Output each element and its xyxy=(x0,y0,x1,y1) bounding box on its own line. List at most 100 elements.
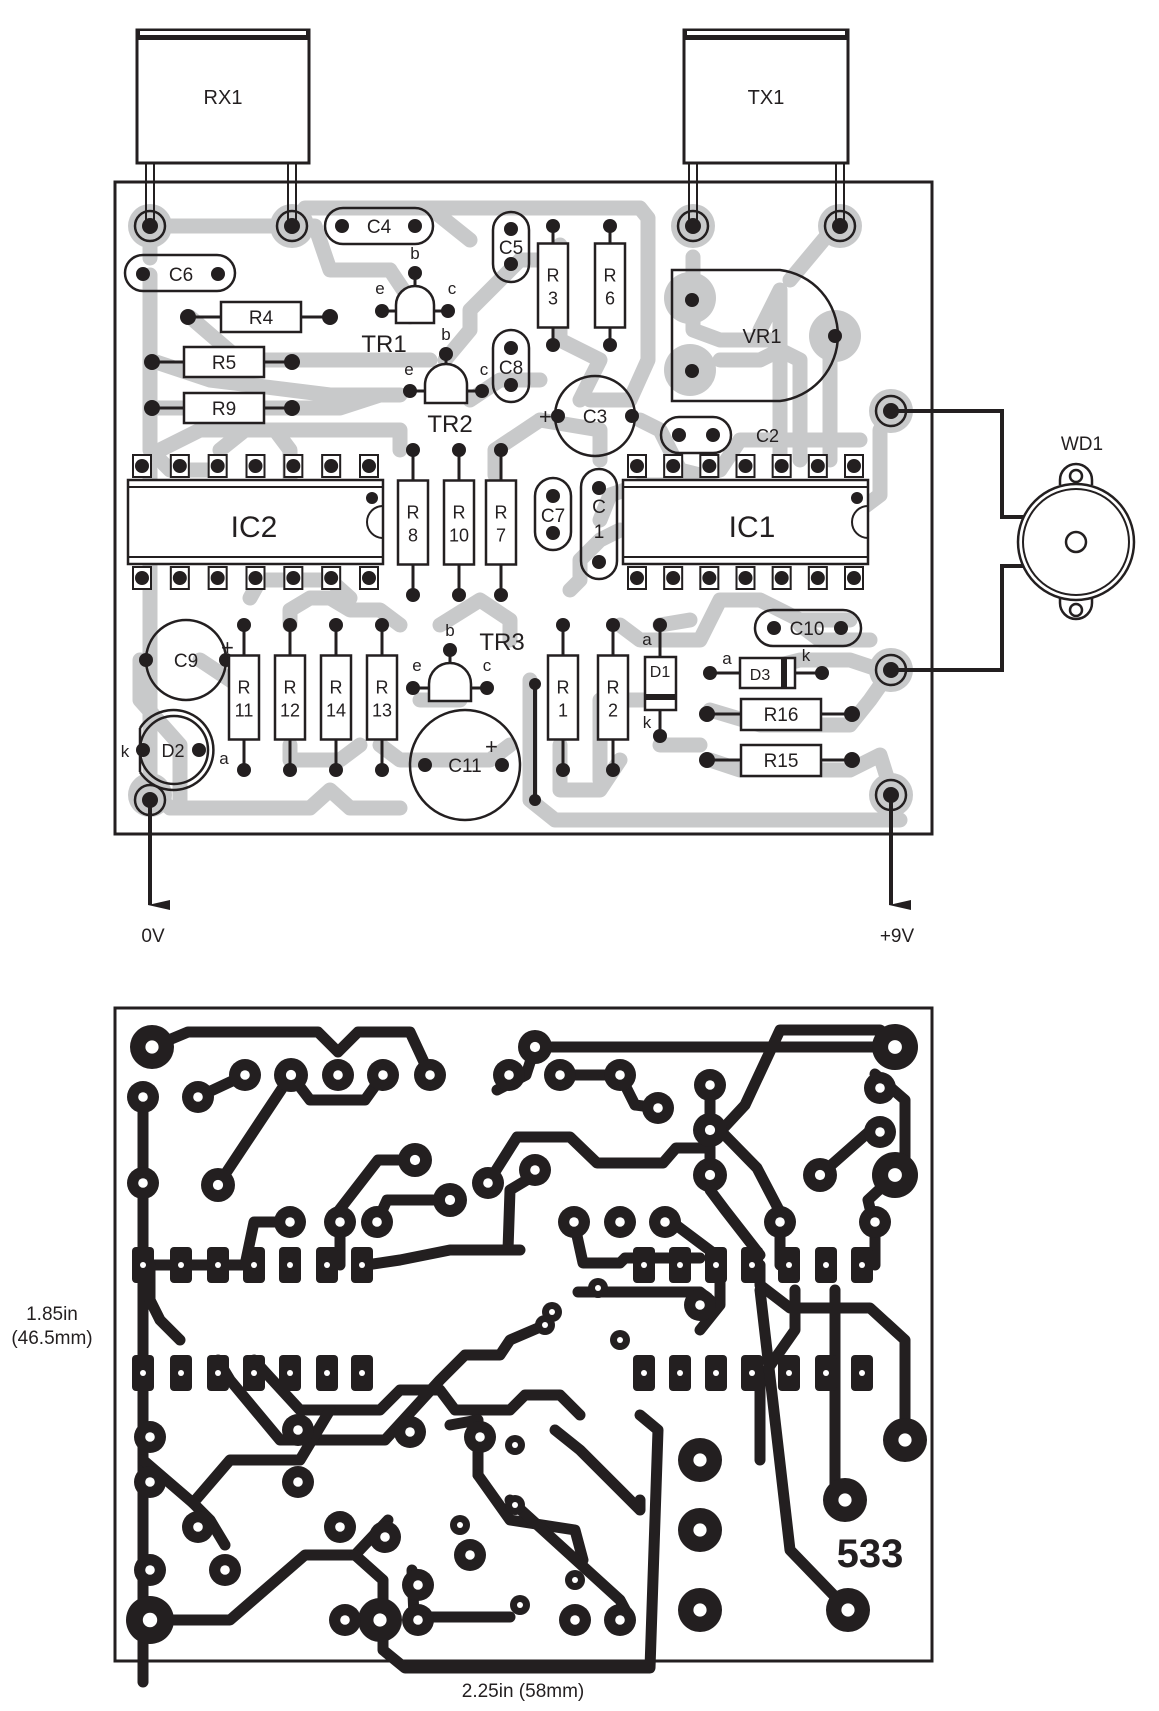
c3-label: C3 xyxy=(583,407,607,428)
wire-links xyxy=(529,678,541,806)
width-label: 2.25in (58mm) xyxy=(462,1681,585,1702)
resistor-label-prefix: R xyxy=(453,503,466,523)
resistor-vertical: R14 xyxy=(319,618,353,777)
r5-label: R5 xyxy=(212,353,236,374)
tr3-pin-b: b xyxy=(445,621,454,640)
resistor-label-prefix: R xyxy=(407,503,420,523)
resistor-label-number: 12 xyxy=(280,701,300,721)
c5-label: C5 xyxy=(499,238,523,259)
resistor-label-prefix: R xyxy=(607,678,620,698)
d1-diode: D1 a k xyxy=(642,618,678,743)
resistor-label-number: 3 xyxy=(548,289,558,309)
ics xyxy=(126,454,870,590)
resistor-label-prefix: R xyxy=(376,678,389,698)
resistor-label-number: 1 xyxy=(558,701,568,721)
resistor-vertical: R6 xyxy=(593,219,627,352)
r9-label: R9 xyxy=(212,399,236,420)
d2-label: D2 xyxy=(161,741,184,761)
d1-label: D1 xyxy=(650,664,671,681)
resistor-label-number: 8 xyxy=(408,526,418,546)
c11-label: C11 xyxy=(448,756,481,777)
resistor-label-number: 11 xyxy=(235,701,254,721)
component-layout: RX1 TX1 xyxy=(113,28,1136,947)
d1-anode-mark: a xyxy=(642,630,652,649)
transistors: b e c TR1 b e c TR2 b e xyxy=(361,244,525,703)
tr1-label: TR1 xyxy=(361,331,406,358)
d3-cathode-mark: k xyxy=(802,646,811,665)
c1-label-b: 1 xyxy=(594,522,605,543)
tr3: b e c TR3 xyxy=(406,621,525,703)
tr3-pin-e: e xyxy=(412,656,421,675)
ic2-package xyxy=(126,454,385,590)
resistor-label-prefix: R xyxy=(238,678,251,698)
wd1-buzzer: WD1 xyxy=(891,409,1136,672)
d3-diode: D3 a k xyxy=(703,646,829,690)
ic-footprint-pads xyxy=(132,1247,873,1391)
resistor-label-prefix: R xyxy=(495,503,508,523)
c6-label: C6 xyxy=(169,265,193,286)
resistor-label-number: 13 xyxy=(372,701,392,721)
c8-label: C8 xyxy=(499,358,523,379)
resistor-label-prefix: R xyxy=(604,266,617,286)
resistor-label-number: 7 xyxy=(496,526,506,546)
c3-plus: + xyxy=(539,404,552,429)
tr3-label: TR3 xyxy=(479,629,524,656)
resistor-vertical: R 11 xyxy=(227,618,261,777)
tr1: b e c TR1 xyxy=(361,244,456,358)
copper-pads xyxy=(126,1024,927,1644)
vr1-label: VR1 xyxy=(743,326,782,348)
tr1-pin-e: e xyxy=(375,279,384,298)
c9-plus: + xyxy=(221,635,234,660)
capacitor-leads xyxy=(136,219,848,772)
resistor-vertical: R1 xyxy=(546,618,580,777)
d3-anode-mark: a xyxy=(722,649,732,668)
d1-cathode-mark: k xyxy=(643,713,652,732)
d2-led: D2 k a xyxy=(121,708,229,792)
c4-label: C4 xyxy=(367,217,392,238)
ic1-label: IC1 xyxy=(729,511,776,544)
r16-label: R16 xyxy=(764,705,799,726)
c7-label: C7 xyxy=(541,506,565,527)
resistor-label-prefix: R xyxy=(547,266,560,286)
d2-anode-mark: a xyxy=(219,749,229,768)
c10-label: C10 xyxy=(790,619,825,640)
r4-label: R4 xyxy=(249,308,274,329)
resistor-vertical: R7 xyxy=(484,443,518,602)
tr2-label: TR2 xyxy=(427,411,472,438)
board-number: 533 xyxy=(837,1532,904,1576)
resistor-label-number: 2 xyxy=(608,701,618,721)
c2-label: C2 xyxy=(756,426,779,446)
tr2-pin-b: b xyxy=(441,325,450,344)
tx1-label: TX1 xyxy=(748,87,785,109)
resistors-horizontal: R4 R5 R9 R16 R15 xyxy=(144,300,860,778)
rx1-label: RX1 xyxy=(204,87,243,109)
resistor-vertical: R 12 xyxy=(273,618,307,777)
c9-label: C9 xyxy=(174,651,198,672)
resistor-vertical: R 13 xyxy=(365,618,399,777)
tr2-pin-c: c xyxy=(480,360,489,379)
track-pattern: 533 1.85in (46.5mm) 2.25in (58mm) xyxy=(11,1006,934,1702)
resistor-vertical: R 10 xyxy=(442,443,476,602)
resistor-label-prefix: R xyxy=(284,678,297,698)
power-leads: 0V +9V xyxy=(141,795,914,947)
height-label-line1: 1.85in xyxy=(26,1304,78,1325)
vr1-trimmer: VR1 xyxy=(670,268,842,403)
resistor-label-number: 10 xyxy=(449,526,469,546)
tr1-pin-b: b xyxy=(410,244,419,263)
resistor-vertical: R8 xyxy=(396,443,430,602)
resistor-label-number: 6 xyxy=(605,289,615,309)
tr1-pin-c: c xyxy=(448,279,457,298)
d3-label: D3 xyxy=(750,667,771,684)
d2-cathode-mark: k xyxy=(121,742,130,761)
tx1-module: TX1 xyxy=(682,28,850,226)
resistor-label-prefix: R xyxy=(330,678,343,698)
resistor-label-prefix: R xyxy=(557,678,570,698)
board-outline-top xyxy=(113,180,934,836)
board-outline-bottom xyxy=(113,1006,934,1663)
resistor-vertical: R2 xyxy=(596,618,630,777)
supply-label: +9V xyxy=(880,926,915,947)
r15-label: R15 xyxy=(764,751,799,772)
resistor-vertical: R3 xyxy=(536,219,570,352)
